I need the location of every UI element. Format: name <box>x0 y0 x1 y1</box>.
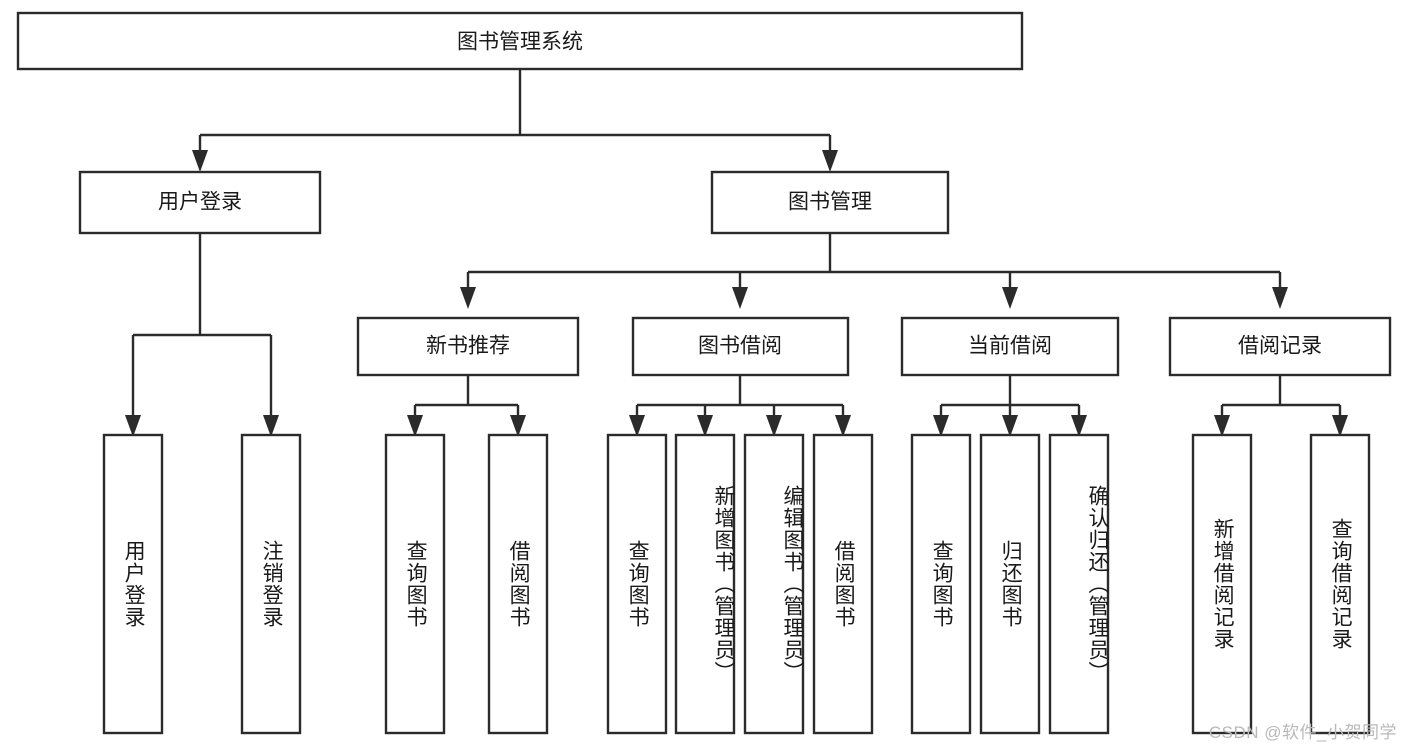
arrow-to-book-manage <box>822 150 838 172</box>
arrow-to-leaf-confirm-return <box>1071 415 1087 437</box>
arrow-to-leaf-edit-book <box>766 415 782 437</box>
arrow-to-book-borrow <box>732 287 748 309</box>
node-book-borrow[interactable] <box>631 316 850 377</box>
arrow-to-leaf-query-book-1 <box>407 415 423 437</box>
node-leaf-borrow-book-1[interactable] <box>487 433 549 735</box>
node-leaf-confirm-return[interactable] <box>1048 433 1110 735</box>
connector-book-manage-bus <box>466 233 1282 296</box>
arrow-to-leaf-borrow-book-2 <box>835 415 851 437</box>
node-book-borrow-label: 图书借阅 <box>698 335 782 358</box>
arrow-to-leaf-borrow-book-1 <box>510 415 526 437</box>
connector-borrow-record-bus <box>1220 375 1342 424</box>
node-leaf-query-book-2[interactable] <box>606 433 668 735</box>
node-leaf-user-logout[interactable] <box>240 433 302 735</box>
arrow-to-leaf-query-record <box>1332 415 1348 437</box>
node-leaf-return-book[interactable] <box>979 433 1041 735</box>
node-user-login-label: 用户登录 <box>158 191 242 214</box>
node-leaf-borrow-book-2[interactable] <box>812 433 874 735</box>
connector-book-borrow-bus <box>635 375 845 424</box>
node-borrow-record-label: 借阅记录 <box>1238 335 1322 358</box>
node-leaf-edit-book[interactable] <box>743 433 805 735</box>
arrow-to-leaf-query-book-3 <box>933 415 949 437</box>
arrow-to-leaf-add-book <box>697 415 713 437</box>
connector-new-book-recommend-bus <box>413 375 520 424</box>
arrow-to-current-borrow <box>1002 287 1018 309</box>
node-new-book-recommend-label: 新书推荐 <box>426 335 510 358</box>
node-root-label: 图书管理系统 <box>457 31 583 54</box>
node-borrow-record[interactable] <box>1168 316 1392 377</box>
node-leaf-add-book[interactable] <box>674 433 736 735</box>
node-current-borrow[interactable] <box>900 316 1120 377</box>
node-new-book-recommend[interactable] <box>356 316 580 377</box>
node-leaf-user-login[interactable] <box>102 433 164 735</box>
connector-user-login-bus <box>131 233 273 424</box>
arrow-to-leaf-return-book <box>1002 415 1018 437</box>
arrow-to-leaf-query-book-2 <box>629 415 645 437</box>
arrow-to-new-book-recommend <box>460 287 476 309</box>
arrow-to-leaf-add-record <box>1214 415 1230 437</box>
arrow-to-leaf-user-login <box>125 415 141 437</box>
node-leaf-query-record[interactable] <box>1309 433 1371 735</box>
node-leaf-add-record[interactable] <box>1191 433 1253 735</box>
node-leaf-query-book-1[interactable] <box>384 433 446 735</box>
arrow-to-borrow-record <box>1272 287 1288 309</box>
node-user-login[interactable] <box>78 170 322 235</box>
arrow-to-leaf-user-logout <box>263 415 279 437</box>
node-root[interactable] <box>16 11 1024 71</box>
node-book-manage-label: 图书管理 <box>788 191 872 214</box>
node-layer: 图书管理系统 用户登录 图书管理 新书推荐 图书借阅 当前借阅 借阅记录 <box>16 11 1392 735</box>
node-book-manage[interactable] <box>710 170 950 235</box>
csdn-watermark: CSDN @软件_小贺同学 <box>1208 723 1397 742</box>
arrow-to-user-login <box>192 150 208 172</box>
connector-current-borrow-bus <box>939 375 1081 424</box>
node-current-borrow-label: 当前借阅 <box>968 335 1052 358</box>
connector-layer <box>125 69 1348 437</box>
node-leaf-query-book-3[interactable] <box>910 433 972 735</box>
connector-root-bus <box>198 69 832 160</box>
